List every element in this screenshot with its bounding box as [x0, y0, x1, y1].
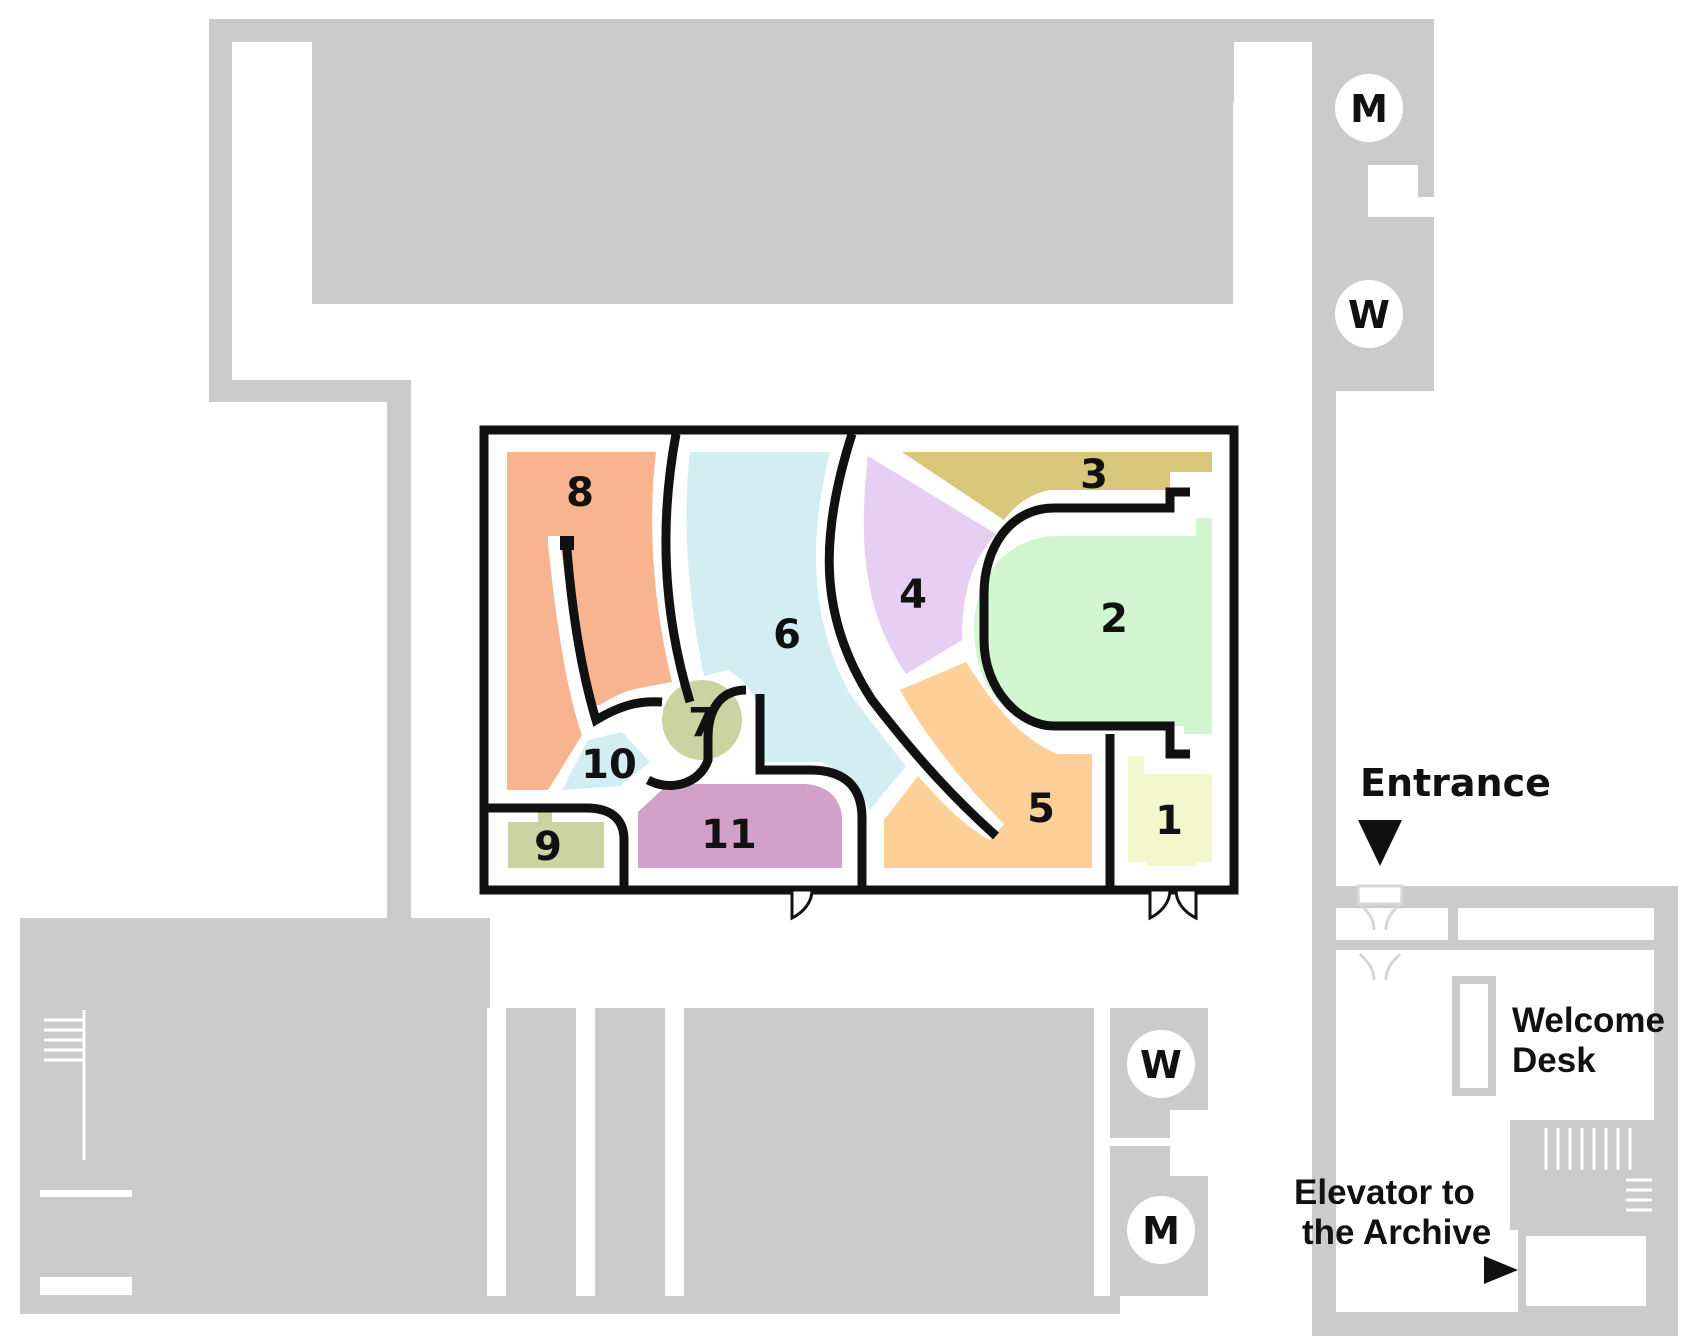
room-2[interactable]	[974, 518, 1212, 734]
restroom-m-top-letter: M	[1350, 87, 1388, 131]
room-1[interactable]	[1128, 756, 1212, 866]
down-triangle-icon	[1358, 820, 1402, 866]
room-label-4: 4	[899, 572, 927, 618]
room-label-8: 8	[566, 470, 594, 516]
restroom-w-top[interactable]: W	[1335, 280, 1403, 348]
restroom-w-bottom-letter: W	[1140, 1043, 1182, 1087]
womens-restroom-icon	[1335, 280, 1403, 348]
elevator-label-line1: Elevator to	[1294, 1173, 1475, 1212]
mens-restroom-icon	[1335, 74, 1403, 142]
bottom-gap-3	[665, 1008, 684, 1296]
restroom-m-top[interactable]: M	[1335, 74, 1403, 142]
bottom-block-c	[595, 1008, 665, 1296]
top-corridor	[232, 304, 1312, 380]
elevator-label-line2: the Archive	[1302, 1213, 1491, 1252]
gallery	[479, 425, 1239, 921]
bottom-restroom-notch-2	[1170, 1146, 1208, 1176]
room-numbers: 1 2 3 4 5 6 7 8 9 10 11	[534, 452, 1183, 870]
right-column-wall	[1312, 391, 1336, 959]
top-strip-left	[232, 42, 312, 304]
bottom-gap-2	[576, 1008, 595, 1296]
room-10[interactable]	[562, 732, 650, 790]
stairs-icon	[44, 1010, 1652, 1212]
lobby-elevator-inner	[1526, 1236, 1646, 1306]
room-8[interactable]	[507, 452, 672, 790]
bottom-block-a	[132, 1008, 487, 1296]
room-label-7: 7	[688, 700, 716, 746]
room-11[interactable]	[638, 784, 842, 868]
room-5[interactable]	[884, 662, 1092, 868]
room-label-2: 2	[1100, 596, 1128, 642]
room-label-9: 9	[534, 824, 562, 870]
bottom-gap-1	[487, 1008, 506, 1296]
wall-stub	[560, 536, 574, 550]
restroom-m-bottom-letter: M	[1142, 1209, 1180, 1253]
womens-restroom-icon	[1127, 1030, 1195, 1098]
elevator-marker[interactable]: Elevator to the Archive	[1294, 1173, 1518, 1284]
stair-box-left	[40, 935, 132, 1190]
right-top-notch	[1368, 165, 1418, 217]
top-dark-block	[313, 42, 1233, 304]
right-triangle-icon	[1484, 1256, 1518, 1284]
room-label-11: 11	[701, 812, 757, 858]
entrance-door	[1356, 884, 1404, 981]
entrance-marker[interactable]: Entrance	[1358, 761, 1551, 866]
building-shell	[20, 19, 1678, 1336]
room-9[interactable]	[508, 810, 604, 868]
room-label-1: 1	[1155, 798, 1183, 844]
right-top-notch-2	[1418, 197, 1436, 217]
bottom-block-b	[506, 1008, 576, 1296]
door-icon	[790, 888, 1198, 921]
left-mid-wall	[209, 378, 411, 402]
restroom-w-top-letter: W	[1348, 293, 1390, 337]
gallery-walls	[479, 425, 1239, 895]
mens-restroom-icon	[1127, 1196, 1195, 1264]
room-label-5: 5	[1027, 786, 1055, 832]
room-4[interactable]	[863, 456, 996, 674]
stair-box-left-low	[40, 1197, 132, 1277]
room-label-3: 3	[1080, 452, 1108, 498]
bottom-outer-edge	[20, 1296, 1120, 1314]
lobby-divider-1	[1336, 940, 1654, 950]
bottom-restroom-notch	[1170, 1110, 1208, 1142]
left-vertical-wall	[387, 378, 411, 934]
restroom-w-bottom[interactable]: W	[1127, 1030, 1195, 1098]
bottom-restroom-divider	[1110, 1138, 1208, 1146]
bottom-block-d	[684, 1008, 1094, 1296]
lobby-divider-2	[1448, 908, 1458, 950]
room-label-6: 6	[773, 612, 801, 658]
entrance-label: Entrance	[1360, 761, 1551, 805]
room-label-10: 10	[581, 742, 637, 788]
restroom-m-bottom[interactable]: M	[1127, 1196, 1195, 1264]
room-6[interactable]	[686, 452, 906, 810]
welcome-desk-box	[1452, 976, 1496, 1096]
welcome-label-line2: Desk	[1512, 1041, 1596, 1080]
top-strip-right	[1234, 42, 1312, 304]
welcome-desk-label: Welcome Desk	[1512, 1001, 1665, 1080]
room-3[interactable]	[902, 452, 1212, 520]
welcome-label-line1: Welcome	[1512, 1001, 1665, 1040]
restroom-markers: M W W M	[1127, 74, 1403, 1264]
